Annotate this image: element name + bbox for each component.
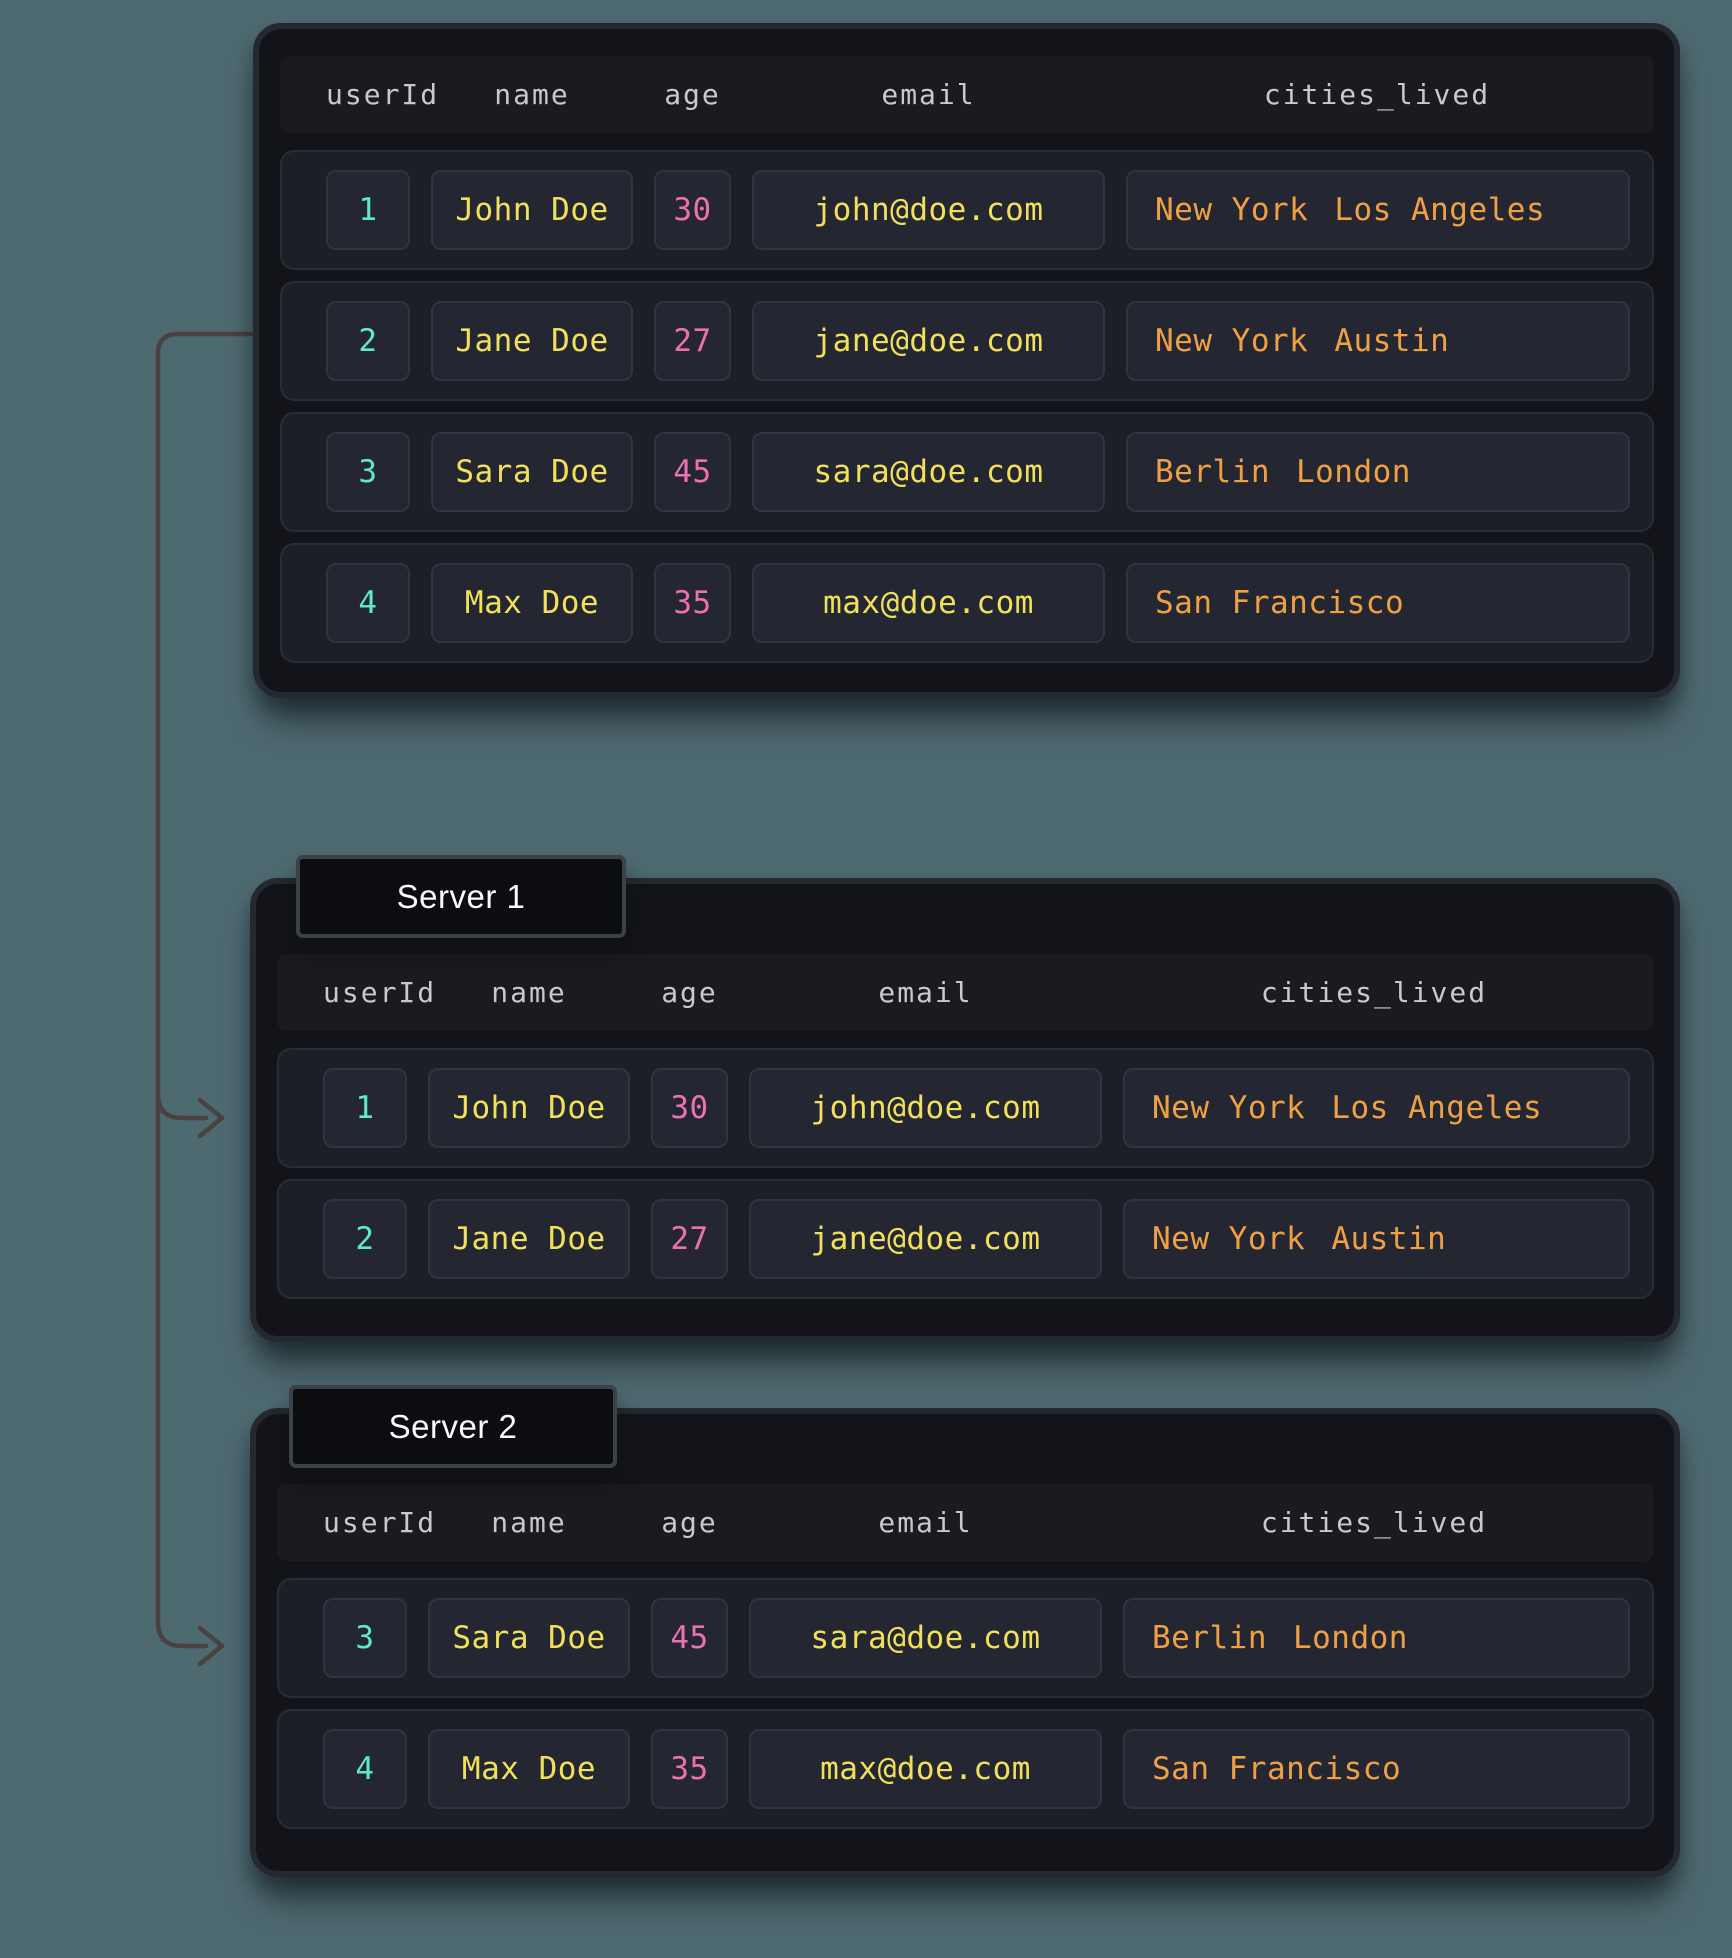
age-cell: 27 bbox=[651, 1199, 728, 1279]
arrowhead-server2-icon bbox=[197, 1625, 225, 1667]
email-cell: sara@doe.com bbox=[752, 432, 1105, 512]
city-value: London bbox=[1295, 454, 1411, 490]
userid-cell: 3 bbox=[326, 432, 410, 512]
cities-cell: San Francisco bbox=[1123, 1729, 1630, 1809]
name-cell: Max Doe bbox=[428, 1729, 630, 1809]
column-header-cities-lived: cities_lived bbox=[1263, 78, 1491, 111]
cities-cell: New York Austin bbox=[1126, 301, 1630, 381]
table-row: 1 John Doe 30 john@doe.com New York Los … bbox=[280, 150, 1654, 270]
cities-cell: New York Los Angeles bbox=[1123, 1068, 1630, 1148]
cities-cell: San Francisco bbox=[1126, 563, 1630, 643]
userid-cell: 2 bbox=[323, 1199, 407, 1279]
column-header-cities-lived: cities_lived bbox=[1260, 976, 1488, 1009]
name-cell: Sara Doe bbox=[431, 432, 633, 512]
city-value: Los Angeles bbox=[1334, 192, 1546, 228]
column-header-cities-lived: cities_lived bbox=[1260, 1506, 1488, 1539]
server1-table-header: userId name age email cities_lived bbox=[277, 954, 1654, 1031]
server1-table: userId name age email cities_lived 1 Joh… bbox=[250, 878, 1680, 1342]
city-value: Austin bbox=[1334, 323, 1450, 359]
age-cell: 35 bbox=[651, 1729, 728, 1809]
age-cell: 30 bbox=[654, 170, 731, 250]
email-cell: jane@doe.com bbox=[752, 301, 1105, 381]
connector-branch-line bbox=[155, 1091, 209, 1121]
column-header-userid: userId bbox=[323, 1506, 437, 1539]
age-cell: 45 bbox=[654, 432, 731, 512]
city-value: Berlin bbox=[1152, 1620, 1267, 1656]
table-row: 4 Max Doe 35 max@doe.com San Francisco bbox=[277, 1709, 1654, 1829]
name-cell: Jane Doe bbox=[428, 1199, 630, 1279]
age-cell: 27 bbox=[654, 301, 731, 381]
email-cell: jane@doe.com bbox=[749, 1199, 1102, 1279]
userid-cell: 2 bbox=[326, 301, 410, 381]
column-header-name: name bbox=[491, 976, 567, 1009]
city-value: Austin bbox=[1331, 1221, 1447, 1257]
age-cell: 35 bbox=[654, 563, 731, 643]
city-value: Los Angeles bbox=[1331, 1090, 1543, 1126]
server2-tab: Server 2 bbox=[289, 1385, 617, 1468]
name-cell: Jane Doe bbox=[431, 301, 633, 381]
table-row: 3 Sara Doe 45 sara@doe.com Berlin London bbox=[277, 1578, 1654, 1698]
userid-cell: 3 bbox=[323, 1598, 407, 1678]
column-header-userid: userId bbox=[326, 78, 440, 111]
email-cell: sara@doe.com bbox=[749, 1598, 1102, 1678]
userid-cell: 1 bbox=[326, 170, 410, 250]
cities-cell: New York Austin bbox=[1123, 1199, 1630, 1279]
server2-tab-label: Server 2 bbox=[388, 1407, 518, 1445]
userid-cell: 4 bbox=[323, 1729, 407, 1809]
cities-cell: New York Los Angeles bbox=[1126, 170, 1630, 250]
userid-cell: 1 bbox=[323, 1068, 407, 1148]
column-header-name: name bbox=[494, 78, 570, 111]
table-row: 1 John Doe 30 john@doe.com New York Los … bbox=[277, 1048, 1654, 1168]
table-row: 4 Max Doe 35 max@doe.com San Francisco bbox=[280, 543, 1654, 663]
name-cell: John Doe bbox=[431, 170, 633, 250]
table-row: 2 Jane Doe 27 jane@doe.com New York Aust… bbox=[280, 281, 1654, 401]
city-value: London bbox=[1292, 1620, 1408, 1656]
city-value: New York bbox=[1152, 1090, 1306, 1126]
server1-tab-label: Server 1 bbox=[396, 877, 526, 915]
column-header-name: name bbox=[491, 1506, 567, 1539]
connector-trunk-line bbox=[155, 331, 254, 1649]
arrowhead-server1-icon bbox=[197, 1097, 225, 1139]
email-cell: john@doe.com bbox=[749, 1068, 1102, 1148]
userid-cell: 4 bbox=[326, 563, 410, 643]
column-header-email: email bbox=[881, 78, 976, 111]
city-value: San Francisco bbox=[1152, 1751, 1402, 1787]
email-cell: max@doe.com bbox=[749, 1729, 1102, 1809]
column-header-age: age bbox=[661, 1506, 718, 1539]
table-row: 2 Jane Doe 27 jane@doe.com New York Aust… bbox=[277, 1179, 1654, 1299]
name-cell: Sara Doe bbox=[428, 1598, 630, 1678]
city-value: New York bbox=[1155, 323, 1309, 359]
email-cell: john@doe.com bbox=[752, 170, 1105, 250]
server1-tab: Server 1 bbox=[296, 855, 626, 938]
server2-table: userId name age email cities_lived 3 Sar… bbox=[250, 1408, 1680, 1877]
column-header-userid: userId bbox=[323, 976, 437, 1009]
city-value: New York bbox=[1155, 192, 1309, 228]
city-value: New York bbox=[1152, 1221, 1306, 1257]
column-header-email: email bbox=[878, 1506, 973, 1539]
main-table-header: userId name age email cities_lived bbox=[280, 56, 1654, 133]
age-cell: 45 bbox=[651, 1598, 728, 1678]
age-cell: 30 bbox=[651, 1068, 728, 1148]
cities-cell: Berlin London bbox=[1123, 1598, 1630, 1678]
column-header-age: age bbox=[661, 976, 718, 1009]
name-cell: John Doe bbox=[428, 1068, 630, 1148]
server2-table-header: userId name age email cities_lived bbox=[277, 1484, 1654, 1561]
email-cell: max@doe.com bbox=[752, 563, 1105, 643]
column-header-age: age bbox=[664, 78, 721, 111]
city-value: Berlin bbox=[1155, 454, 1270, 490]
main-users-table: userId name age email cities_lived 1 Joh… bbox=[253, 23, 1680, 698]
name-cell: Max Doe bbox=[431, 563, 633, 643]
city-value: San Francisco bbox=[1155, 585, 1405, 621]
cities-cell: Berlin London bbox=[1126, 432, 1630, 512]
table-row: 3 Sara Doe 45 sara@doe.com Berlin London bbox=[280, 412, 1654, 532]
column-header-email: email bbox=[878, 976, 973, 1009]
